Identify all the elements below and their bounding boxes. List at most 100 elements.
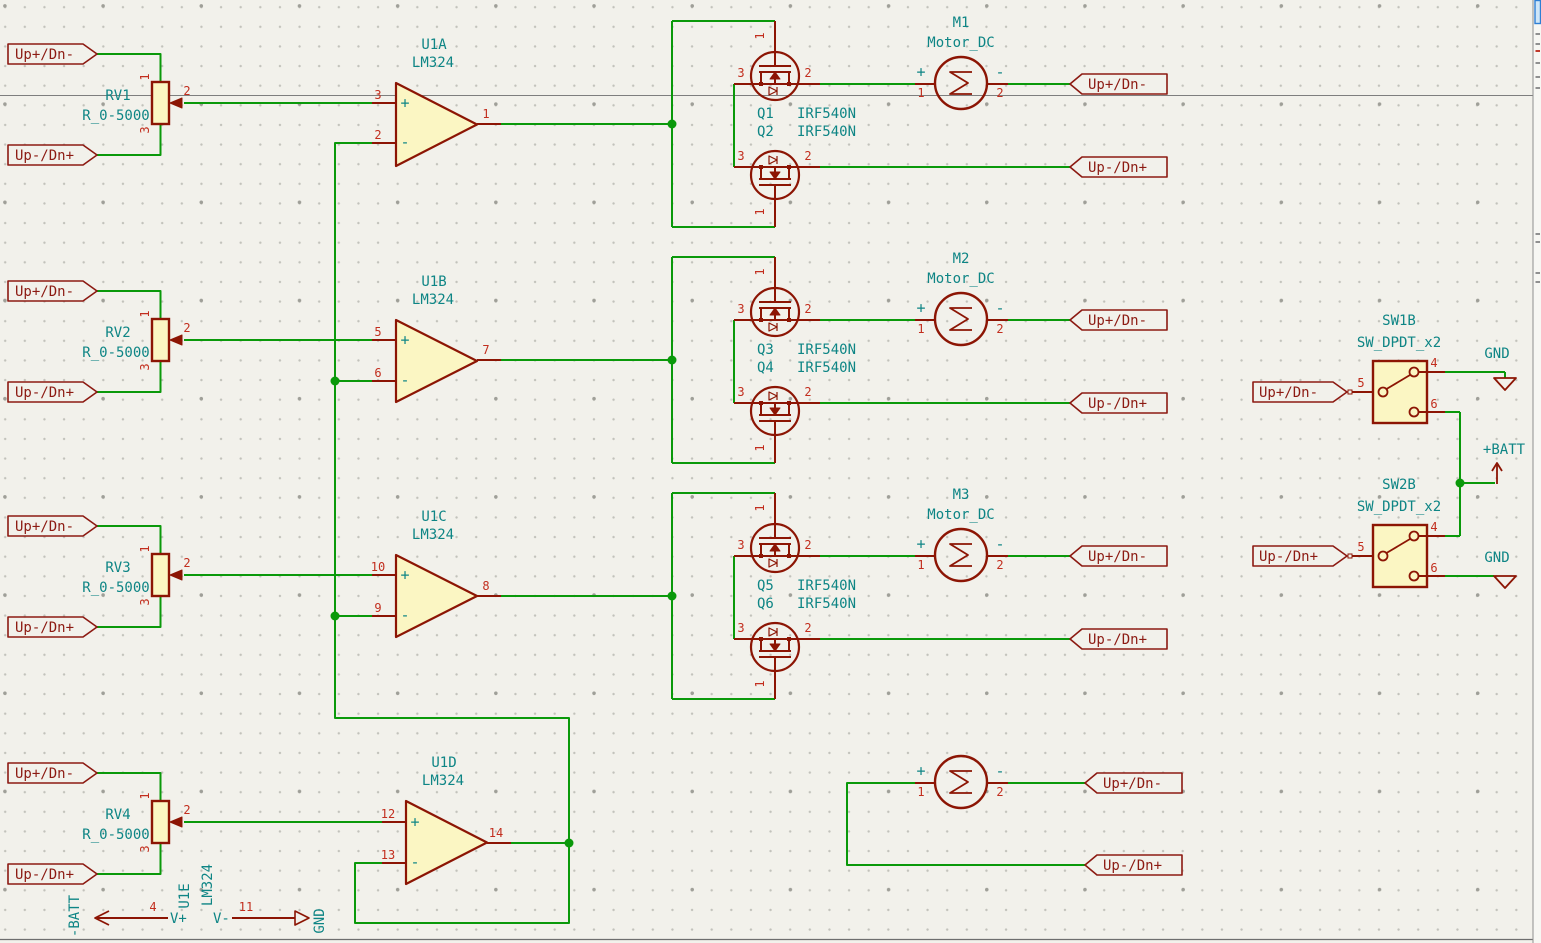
gnd-power-symbol[interactable]: GND bbox=[1484, 346, 1517, 391]
body-diode bbox=[768, 627, 778, 637]
global-label-outline bbox=[7, 515, 98, 537]
gnd-power-symbol[interactable]: GND bbox=[1484, 550, 1517, 589]
arrow bbox=[769, 643, 781, 652]
gnd-right-arrow bbox=[294, 910, 310, 926]
batt-power-symbol[interactable]: +BATT bbox=[1483, 442, 1526, 484]
global-label-outline bbox=[1069, 309, 1168, 331]
scrollbar-thumb[interactable] bbox=[1534, 0, 1541, 25]
pin-number: 2 bbox=[374, 128, 381, 142]
pin-number: 2 bbox=[996, 322, 1003, 336]
motor-circle bbox=[933, 527, 989, 583]
global-label[interactable]: Up-/Dn+ bbox=[7, 381, 98, 403]
switch-nets: GND +BATT GND bbox=[1445, 346, 1526, 589]
global-label[interactable]: Up+/Dn- bbox=[7, 762, 98, 784]
global-label[interactable]: Up+/Dn- bbox=[7, 280, 98, 302]
mosfet-q4[interactable] bbox=[749, 385, 801, 437]
body-diode bbox=[768, 391, 778, 401]
global-label-outline bbox=[7, 381, 98, 403]
value-text: IRF540N bbox=[797, 342, 856, 358]
global-label[interactable]: Up+/Dn- bbox=[1252, 381, 1348, 403]
mosfet-q2[interactable] bbox=[749, 149, 801, 201]
arrow bbox=[769, 171, 781, 180]
minus-sign: - bbox=[400, 371, 409, 389]
global-label[interactable]: Up+/Dn- bbox=[7, 43, 98, 65]
pin-number: 2 bbox=[996, 86, 1003, 100]
global-label[interactable]: Up+/Dn- bbox=[1069, 545, 1168, 567]
global-label[interactable]: Up-/Dn+ bbox=[1069, 392, 1168, 414]
global-label[interactable]: Up+/Dn- bbox=[1084, 772, 1183, 794]
pin-number: 12 bbox=[381, 807, 395, 821]
mosfet-q6[interactable] bbox=[749, 621, 801, 673]
body-diode bbox=[768, 322, 778, 332]
global-label-text: Up+/Dn- bbox=[1088, 549, 1147, 565]
value-text: R_0-5000 bbox=[82, 827, 149, 843]
value-text: LM324 bbox=[412, 527, 454, 543]
ref-text: RV1 bbox=[105, 88, 130, 104]
wire bbox=[97, 596, 162, 628]
pin-number: 1 bbox=[138, 792, 152, 799]
global-label[interactable]: Up-/Dn+ bbox=[1252, 545, 1348, 567]
global-label-text: Up+/Dn- bbox=[1103, 776, 1162, 792]
mosfet-q3[interactable] bbox=[749, 286, 801, 338]
wiper-arrow bbox=[169, 816, 183, 828]
global-label[interactable]: Up+/Dn- bbox=[1069, 309, 1168, 331]
pin-number: 1 bbox=[753, 504, 767, 511]
ref-text: Q4 bbox=[757, 360, 774, 376]
mosfet-q1[interactable] bbox=[749, 50, 801, 102]
net-label: GND bbox=[1484, 550, 1509, 566]
global-label-outline bbox=[7, 43, 98, 65]
net-label: -BATT bbox=[67, 894, 83, 937]
net-label: GND bbox=[312, 908, 328, 933]
value-text: Motor_DC bbox=[927, 35, 994, 51]
pin-number: 2 bbox=[183, 321, 190, 335]
ref-text: M2 bbox=[953, 251, 970, 267]
potentiometer-body bbox=[150, 317, 171, 363]
dc-motor-unlabeled[interactable]: +1-2 bbox=[916, 754, 1005, 810]
ref-text: Q5 bbox=[757, 578, 774, 594]
wire bbox=[97, 290, 162, 319]
mosfet-q5[interactable] bbox=[749, 522, 801, 574]
pin-number: 3 bbox=[737, 66, 744, 80]
opamp-triangle bbox=[404, 799, 489, 886]
body-diode bbox=[768, 155, 778, 165]
motor-circle bbox=[933, 55, 989, 111]
global-label[interactable]: Up-/Dn+ bbox=[7, 863, 98, 885]
scrollbar-strip bbox=[1532, 0, 1541, 943]
global-label[interactable]: Up-/Dn+ bbox=[7, 144, 98, 166]
global-label[interactable]: Up-/Dn+ bbox=[7, 616, 98, 638]
ref-text: Q3 bbox=[757, 342, 774, 358]
minus-sign: - bbox=[995, 63, 1004, 81]
ref-text: Q1 bbox=[757, 106, 774, 122]
wiper-arrow bbox=[169, 334, 183, 346]
wire bbox=[846, 782, 1085, 866]
lever bbox=[1386, 374, 1411, 390]
global-label[interactable]: Up-/Dn+ bbox=[1069, 156, 1168, 178]
wire-inverting-rail bbox=[334, 142, 570, 924]
minus-sign: - bbox=[995, 762, 1004, 780]
wire bbox=[97, 53, 162, 82]
global-label[interactable]: Up-/Dn+ bbox=[1084, 854, 1183, 876]
junction-dot bbox=[667, 591, 677, 601]
pin-number: 2 bbox=[996, 785, 1003, 799]
ref-text: U1E bbox=[177, 883, 193, 908]
pin-number: 8 bbox=[482, 579, 489, 593]
pin-number: 1 bbox=[753, 444, 767, 451]
global-label[interactable]: Up+/Dn- bbox=[1069, 73, 1168, 95]
ref-text: U1D bbox=[431, 755, 456, 771]
global-label[interactable]: Up+/Dn- bbox=[7, 515, 98, 537]
global-label[interactable]: Up-/Dn+ bbox=[1069, 628, 1168, 650]
